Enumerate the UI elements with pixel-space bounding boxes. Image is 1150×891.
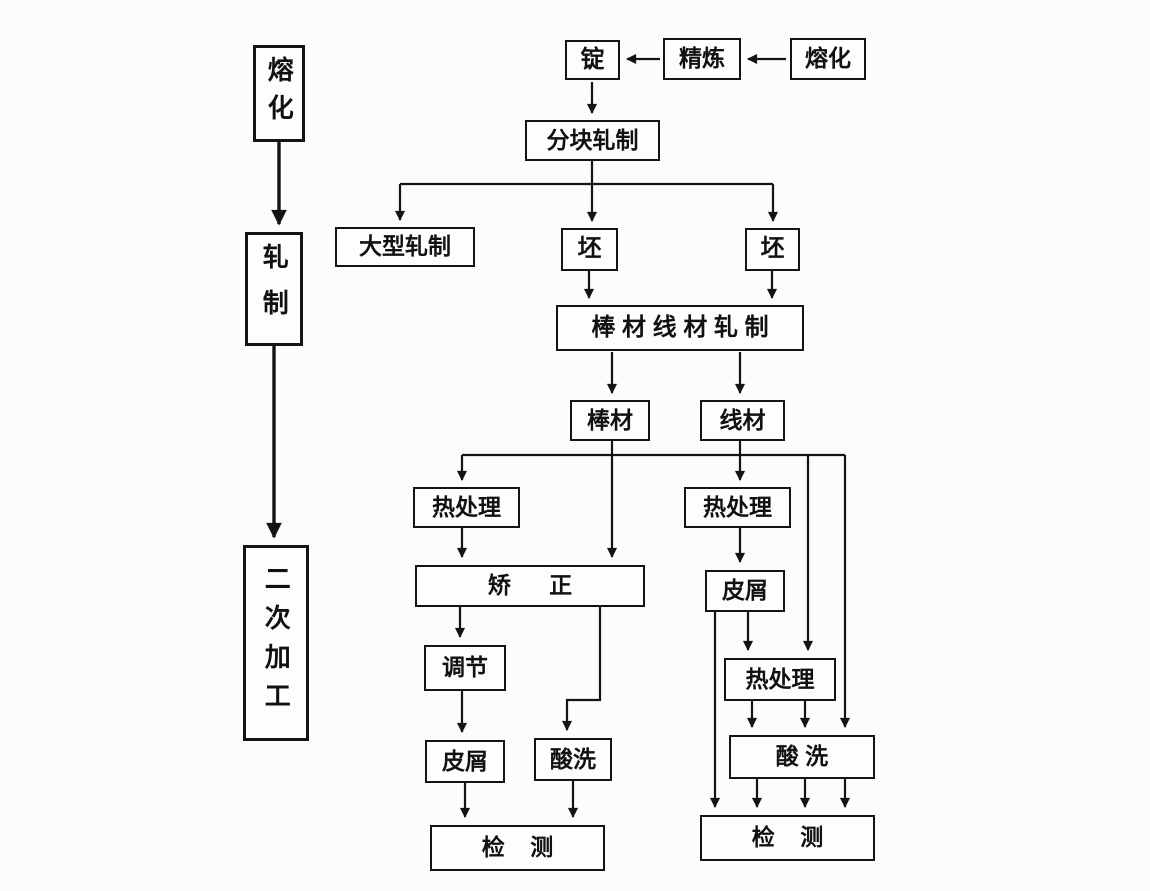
node-bar: 棒材 bbox=[570, 400, 650, 441]
node-billet-1: 坯 bbox=[561, 228, 618, 271]
node-inspection-2: 检 测 bbox=[700, 815, 875, 861]
node-bar-wire-rolling: 棒 材 线 材 轧 制 bbox=[556, 305, 804, 351]
node-secondary-processing: 二次加工 bbox=[243, 545, 309, 741]
node-wire: 线材 bbox=[700, 400, 785, 441]
node-melting-top: 熔化 bbox=[790, 38, 866, 80]
node-melting-left: 熔化 bbox=[253, 45, 305, 142]
node-heat-treatment-3: 热处理 bbox=[724, 658, 836, 701]
node-heat-treatment-2: 热处理 bbox=[684, 487, 791, 528]
node-refining: 精炼 bbox=[663, 38, 741, 80]
node-rolling-left: 轧制 bbox=[245, 232, 303, 346]
connector-group bbox=[266, 53, 851, 819]
node-billet-2: 坯 bbox=[745, 228, 800, 271]
node-pickling-2: 酸 洗 bbox=[729, 735, 875, 779]
node-large-rolling: 大型轧制 bbox=[335, 227, 475, 267]
node-inspection-1: 检 测 bbox=[430, 825, 605, 871]
node-pickling-1: 酸洗 bbox=[534, 738, 612, 781]
node-peeling-1: 皮屑 bbox=[425, 740, 505, 783]
node-peeling-2: 皮屑 bbox=[705, 570, 785, 612]
node-ingot: 锭 bbox=[565, 40, 620, 80]
node-adjusting: 调节 bbox=[424, 645, 506, 691]
node-blooming-rolling: 分块轧制 bbox=[525, 120, 660, 161]
node-straightening: 矫 正 bbox=[415, 565, 645, 607]
node-heat-treatment-1: 热处理 bbox=[413, 487, 520, 528]
